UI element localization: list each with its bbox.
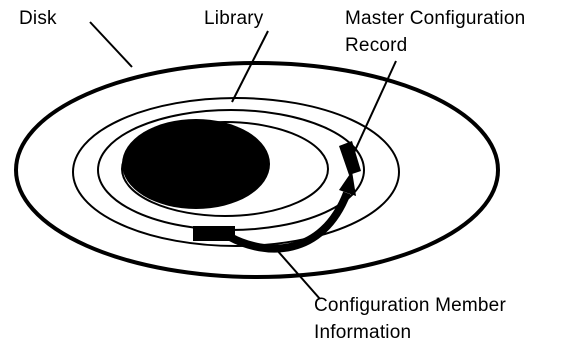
library-leader-line: [231, 30, 269, 103]
config-member-label-line-1: Configuration Member: [314, 295, 506, 316]
disk-leader-line: [89, 21, 133, 68]
master-record-label-line-1: Master Configuration: [345, 8, 526, 29]
disk-label: Disk: [19, 8, 57, 29]
config-flow-arrow: [228, 191, 351, 253]
master-record-block: [339, 141, 361, 175]
disk-hub: [122, 119, 270, 209]
master-record-leader-line: [351, 60, 397, 158]
disk-outline: [14, 61, 500, 279]
library-label: Library: [204, 8, 264, 29]
library-ring-outer: [72, 97, 400, 247]
config-member-label: Configuration Member Information: [314, 292, 506, 346]
config-member-block: [193, 226, 235, 241]
master-record-label: Master Configuration Record: [345, 5, 525, 59]
library-ring-inner: [121, 121, 329, 217]
config-member-label-line-2: Information: [314, 322, 412, 343]
master-record-label-line-2: Record: [345, 35, 408, 56]
config-flow-arrowhead: [339, 171, 356, 196]
config-member-leader-line: [275, 248, 321, 300]
